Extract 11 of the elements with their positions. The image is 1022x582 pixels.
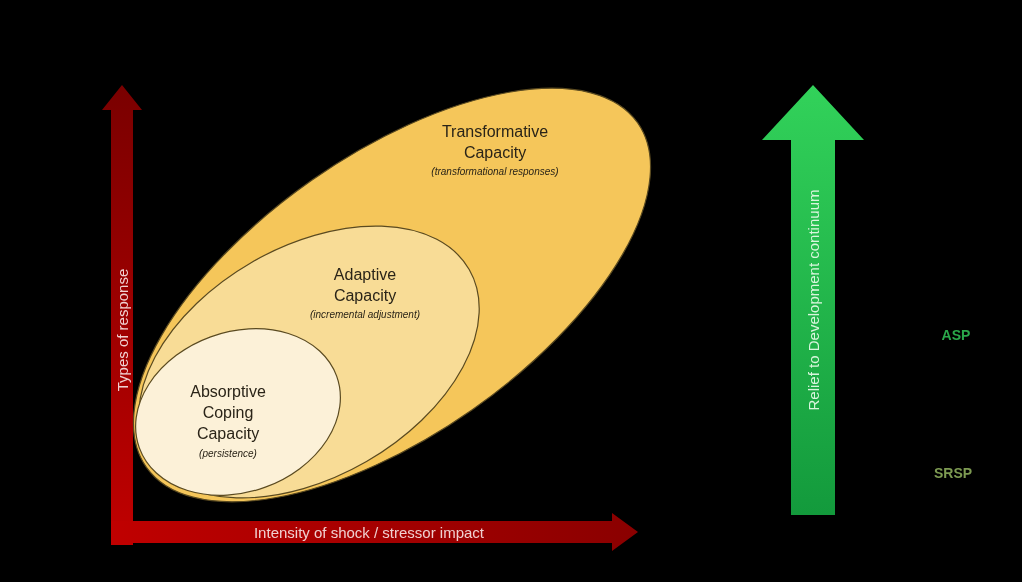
capacity-title: Transformative Capacity	[440, 122, 550, 163]
axis-label: Types of response	[113, 268, 131, 392]
capacity-subtitle: (incremental adjustment)	[310, 308, 420, 322]
capacity-subtitle: (persistence)	[199, 447, 257, 461]
category-label: ASP	[941, 327, 971, 343]
capacity-title: Absorptive Coping Capacity	[189, 382, 267, 444]
capacity-title: Adaptive Capacity	[332, 265, 398, 306]
axis-label: Intensity of shock / stressor impact	[253, 523, 485, 541]
capacity-subtitle: (transformational responses)	[431, 165, 559, 179]
arrow-label: Relief to Development continuum	[804, 189, 822, 411]
category-label: SRSP	[933, 465, 973, 481]
